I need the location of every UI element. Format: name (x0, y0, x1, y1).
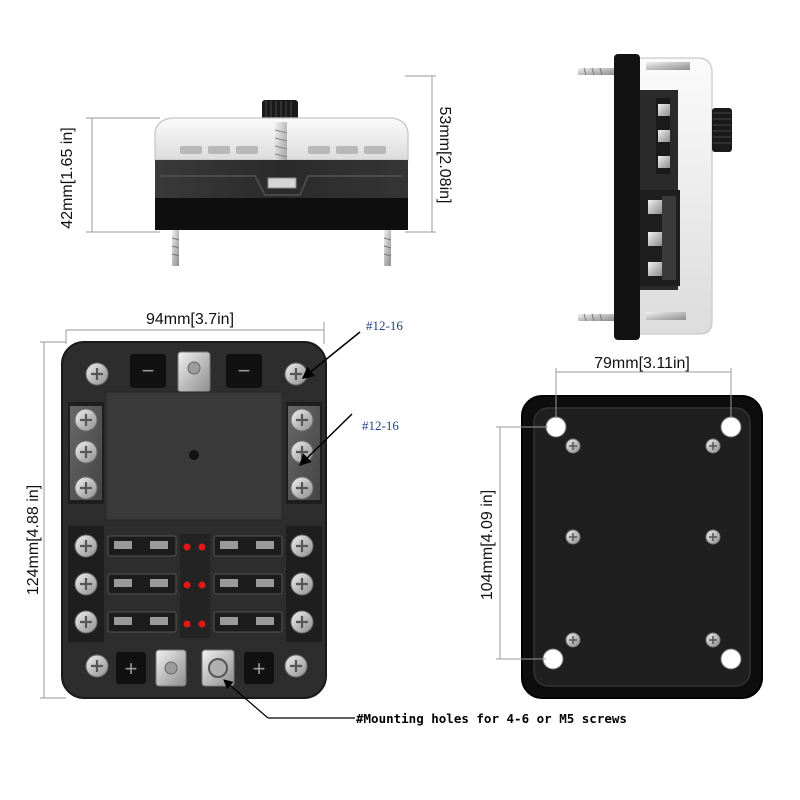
bus-plus-right: + (253, 656, 266, 681)
back-view: 79mm[3.11in] 104mm[4.09 in] (479, 355, 763, 699)
height-body-label: 42mm[1.65 in] (59, 127, 76, 228)
front-view: − − (25, 311, 627, 726)
bus-plus-left: + (125, 656, 138, 681)
side-base (614, 54, 640, 340)
front-height-label: 124mm[4.88 in] (25, 485, 42, 595)
back-width-label: 79mm[3.11in] (594, 355, 690, 372)
bus-minus-right: − (238, 358, 251, 383)
back-height-label: 104mm[4.09 in] (479, 490, 496, 600)
mount-holes (542, 416, 742, 670)
indicator-leds (183, 543, 206, 628)
mounting-holes-note: #Mounting holes for 4-6 or M5 screws (356, 711, 627, 726)
front-width-label: 94mm[3.7in] (146, 311, 234, 328)
side-view (578, 54, 732, 340)
stud-callout-side: #12-16 (362, 418, 399, 433)
top-view: 42mm[1.65 in] 53mm[2.08in] (59, 75, 453, 266)
height-total-label: 53mm[2.08in] (436, 107, 453, 204)
bus-minus-left: − (142, 358, 155, 383)
stud-callout-upper: #12-16 (366, 318, 403, 333)
